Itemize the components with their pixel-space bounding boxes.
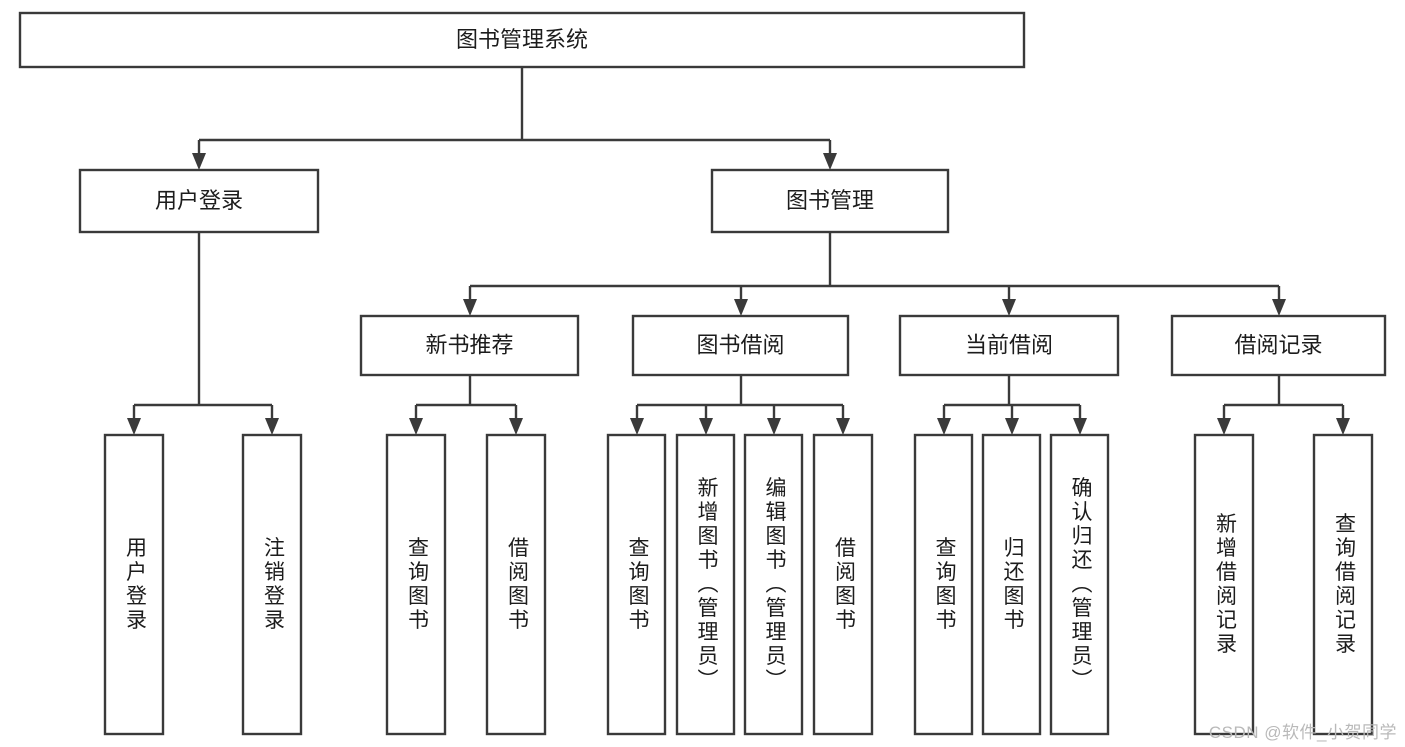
node-new-book-recommend[interactable]: 新书推荐 — [359, 314, 580, 377]
node-leaf-add-book[interactable]: 新增图书（管理员） — [675, 433, 736, 736]
node-leaf-user-login[interactable]: 用户登录 — [103, 433, 165, 736]
node-label-borrow-record: 借阅记录 — [1234, 332, 1322, 357]
node-box-leaf-edit-book — [743, 433, 804, 736]
node-label-leaf-logout: 注销登录 — [261, 537, 285, 633]
arrow-head-icon — [463, 299, 477, 316]
arrow-head-icon — [127, 418, 141, 435]
node-box-book-borrow — [631, 314, 850, 377]
node-box-leaf-user-login — [103, 433, 165, 736]
node-box-user-login — [78, 168, 320, 234]
node-box-new-book-recommend — [359, 314, 580, 377]
node-box-leaf-confirm-return — [1049, 433, 1110, 736]
arrow-head-icon — [630, 418, 644, 435]
node-box-leaf-query-book-1 — [385, 433, 447, 736]
arrow-head-icon — [509, 418, 523, 435]
node-leaf-add-borrow-record[interactable]: 新增借阅记录 — [1193, 433, 1255, 736]
arrow-head-icon — [1073, 418, 1087, 435]
arrow-head-icon — [823, 153, 837, 170]
node-label-leaf-add-book: 新增图书（管理员） — [695, 477, 719, 693]
arrow-head-icon — [265, 418, 279, 435]
node-label-root: 图书管理系统 — [456, 27, 588, 52]
arrow-head-icon — [836, 418, 850, 435]
node-leaf-return-book[interactable]: 归还图书 — [981, 433, 1042, 736]
node-root[interactable]: 图书管理系统 — [18, 11, 1026, 69]
node-current-borrow[interactable]: 当前借阅 — [898, 314, 1120, 377]
arrow-head-icon — [192, 153, 206, 170]
node-book-borrow[interactable]: 图书借阅 — [631, 314, 850, 377]
node-label-book-borrow: 图书借阅 — [696, 332, 784, 357]
node-label-leaf-borrow-book-2: 借阅图书 — [832, 537, 856, 633]
connector-current-borrow-to-leaves — [937, 375, 1087, 435]
node-box-leaf-add-book — [675, 433, 736, 736]
node-label-leaf-add-borrow-record: 新增借阅记录 — [1213, 513, 1237, 657]
connector-root-to-level2 — [192, 67, 837, 170]
node-box-leaf-logout — [241, 433, 303, 736]
node-label-new-book-recommend: 新书推荐 — [425, 332, 513, 357]
node-box-borrow-record — [1170, 314, 1387, 377]
node-box-leaf-query-book-3 — [913, 433, 974, 736]
arrow-head-icon — [1002, 299, 1016, 316]
node-leaf-query-book-3[interactable]: 查询图书 — [913, 433, 974, 736]
node-box-leaf-return-book — [981, 433, 1042, 736]
node-borrow-record[interactable]: 借阅记录 — [1170, 314, 1387, 377]
connector-new-book-recommend-to-leaves — [409, 375, 523, 435]
node-leaf-confirm-return[interactable]: 确认归还（管理员） — [1049, 433, 1110, 736]
watermark-label: CSDN @软件_小贺同学 — [1208, 723, 1397, 742]
nodes-layer: 图书管理系统用户登录图书管理新书推荐图书借阅当前借阅借阅记录用户登录注销登录查询… — [18, 11, 1387, 736]
node-book-management[interactable]: 图书管理 — [710, 168, 950, 234]
node-label-user-login: 用户登录 — [155, 188, 243, 213]
node-label-current-borrow: 当前借阅 — [965, 332, 1053, 357]
node-box-leaf-query-book-2 — [606, 433, 667, 736]
arrow-head-icon — [937, 418, 951, 435]
node-user-login[interactable]: 用户登录 — [78, 168, 320, 234]
node-box-root — [18, 11, 1026, 69]
node-box-leaf-query-borrow-record — [1312, 433, 1374, 736]
arrow-head-icon — [1005, 418, 1019, 435]
arrow-head-icon — [1336, 418, 1350, 435]
arrow-head-icon — [1217, 418, 1231, 435]
node-label-leaf-confirm-return: 确认归还（管理员） — [1069, 477, 1093, 693]
node-leaf-borrow-book-1[interactable]: 借阅图书 — [485, 433, 547, 736]
node-box-leaf-borrow-book-1 — [485, 433, 547, 736]
node-leaf-logout[interactable]: 注销登录 — [241, 433, 303, 736]
node-box-book-management — [710, 168, 950, 234]
node-label-book-management: 图书管理 — [786, 188, 874, 213]
node-label-leaf-return-book: 归还图书 — [1001, 537, 1025, 633]
node-box-current-borrow — [898, 314, 1120, 377]
arrow-head-icon — [1272, 299, 1286, 316]
connector-book-management-to-level3 — [463, 232, 1286, 316]
node-leaf-query-book-1[interactable]: 查询图书 — [385, 433, 447, 736]
node-label-leaf-borrow-book-1: 借阅图书 — [505, 537, 529, 633]
node-label-leaf-edit-book: 编辑图书（管理员） — [763, 477, 787, 693]
node-leaf-query-borrow-record[interactable]: 查询借阅记录 — [1312, 433, 1374, 736]
node-label-leaf-query-book-3: 查询图书 — [933, 537, 957, 633]
node-box-leaf-add-borrow-record — [1193, 433, 1255, 736]
connector-borrow-record-to-leaves — [1217, 375, 1350, 435]
arrow-head-icon — [699, 418, 713, 435]
node-box-leaf-borrow-book-2 — [812, 433, 874, 736]
arrow-head-icon — [767, 418, 781, 435]
node-label-leaf-query-borrow-record: 查询借阅记录 — [1332, 513, 1356, 657]
node-leaf-query-book-2[interactable]: 查询图书 — [606, 433, 667, 736]
node-leaf-borrow-book-2[interactable]: 借阅图书 — [812, 433, 874, 736]
connector-book-borrow-to-leaves — [630, 375, 850, 435]
node-label-leaf-user-login: 用户登录 — [123, 537, 147, 633]
connector-user-login-to-leaves — [127, 232, 279, 435]
node-leaf-edit-book[interactable]: 编辑图书（管理员） — [743, 433, 804, 736]
node-label-leaf-query-book-2: 查询图书 — [626, 537, 650, 633]
connectors-layer — [127, 67, 1350, 435]
arrow-head-icon — [734, 299, 748, 316]
arrow-head-icon — [409, 418, 423, 435]
node-label-leaf-query-book-1: 查询图书 — [405, 537, 429, 633]
